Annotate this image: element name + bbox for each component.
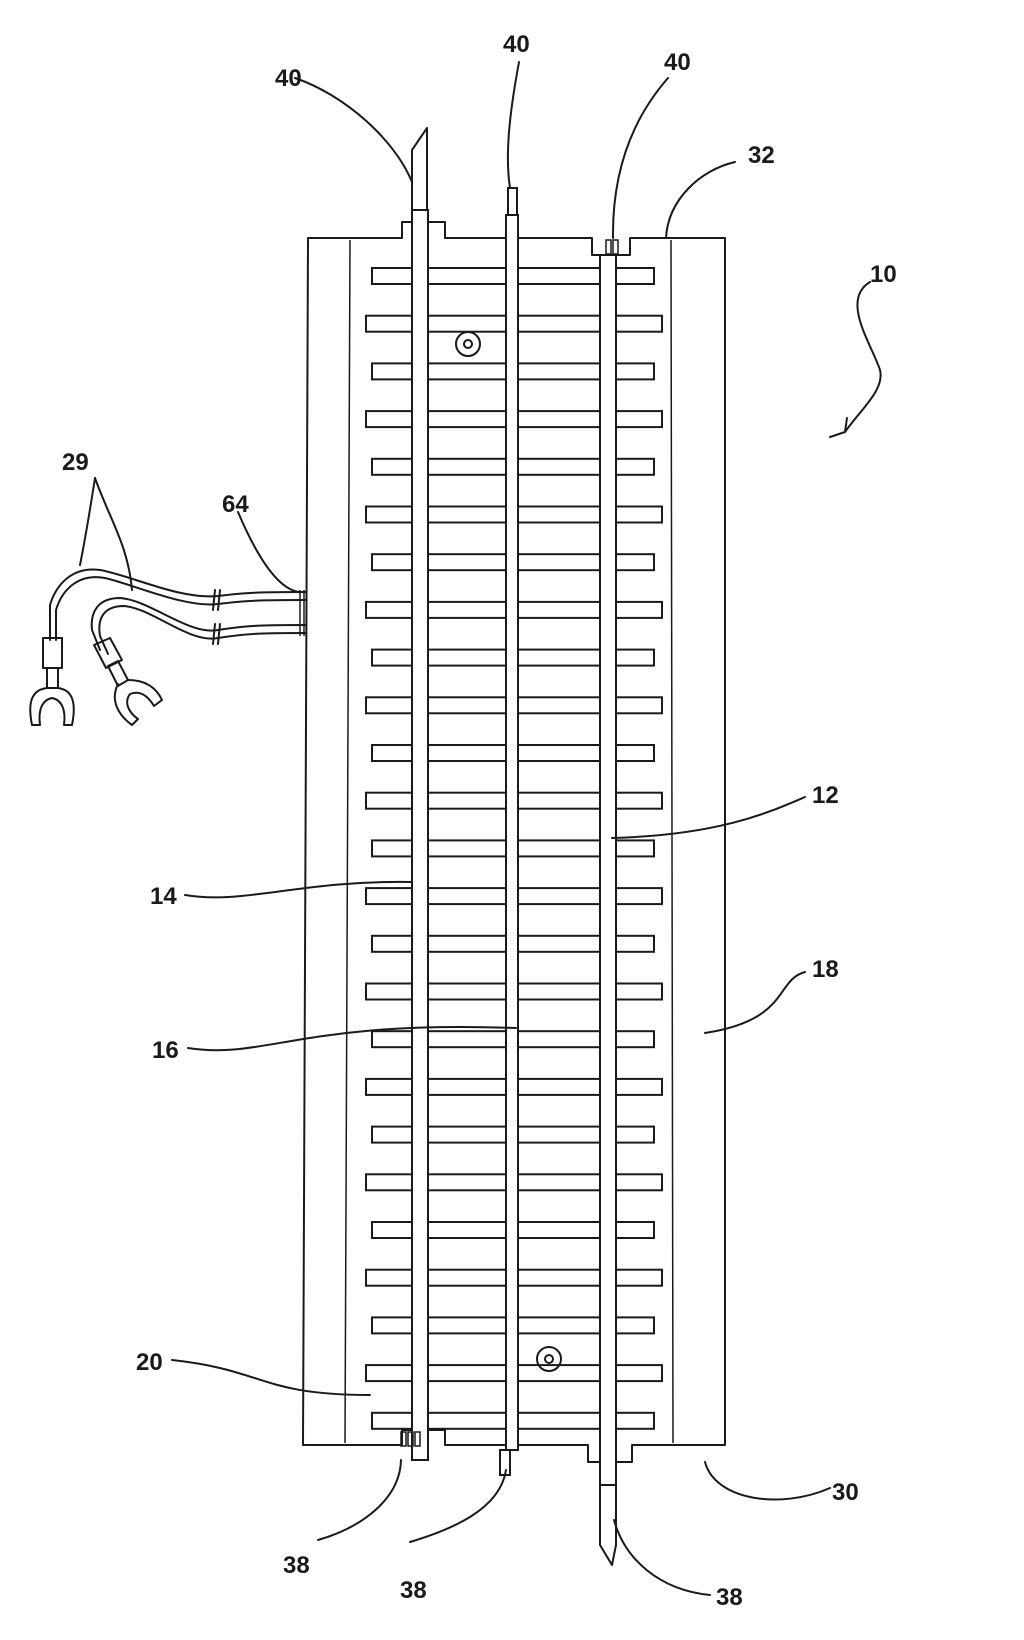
label-30-end-bottom: 30 — [832, 1479, 859, 1506]
label-32-end-top: 32 — [748, 142, 775, 169]
rail-center — [499, 187, 519, 1476]
label-38-bottom-right: 38 — [716, 1584, 743, 1611]
label-20-tie: 20 — [136, 1349, 163, 1376]
spade-terminal-left — [29, 637, 75, 726]
roadbed-inner-edge-left — [344, 239, 351, 1444]
label-10-assembly: 10 — [870, 261, 897, 288]
label-38-bottom-left: 38 — [283, 1552, 310, 1579]
leader-lines — [79, 61, 882, 1596]
label-64-wire-exit: 64 — [222, 491, 249, 518]
roadbed-inner-edge-right — [670, 239, 674, 1444]
wire-leads — [49, 568, 307, 655]
label-14-rail-left: 14 — [150, 883, 177, 910]
label-12-rail-right: 12 — [812, 782, 839, 809]
label-40-top-center: 40 — [503, 31, 530, 58]
label-29-wire-leads: 29 — [62, 449, 89, 476]
label-38-bottom-center: 38 — [400, 1577, 427, 1604]
label-40-top-right: 40 — [664, 49, 691, 76]
connector-tab-bottom — [400, 1431, 421, 1447]
connector-tab-top — [605, 239, 619, 255]
screw-hole-bottom — [536, 1346, 562, 1372]
rail-left — [411, 127, 429, 1461]
label-16-rail-center: 16 — [152, 1037, 179, 1064]
label-40-top-left: 40 — [275, 65, 302, 92]
label-18-roadbed: 18 — [812, 956, 839, 983]
screw-hole-top — [455, 331, 481, 357]
rail-right — [599, 254, 617, 1566]
spade-terminal-right — [93, 637, 163, 726]
